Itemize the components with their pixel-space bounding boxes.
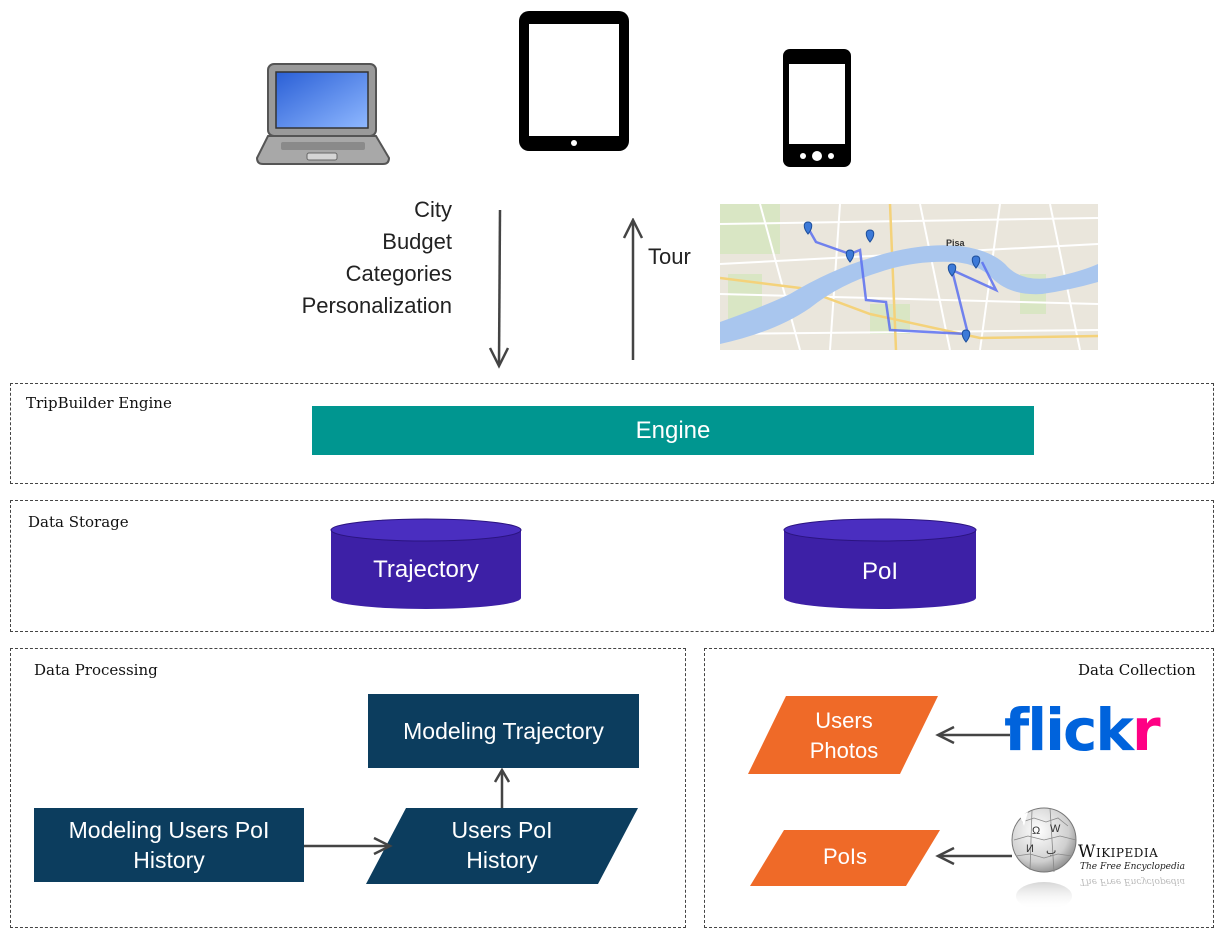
svg-text:И: И [1026,843,1034,855]
collection-arrows [935,725,1012,866]
input-city: City [414,197,452,222]
poi-db-label: PoI [861,558,899,585]
input-categories: Categories [345,261,452,286]
wikipedia-title: Wikipedia [1078,842,1159,862]
users-poi-history-parallelogram [366,808,638,884]
processing-arrows [304,836,393,856]
modeling-trajectory-box: Modeling Trajectory [368,694,639,768]
users-photos-text: Users Photos [786,706,902,766]
tripbuilder-engine-label: TripBuilder Engine [26,394,172,412]
trajectory-database-icon [330,518,522,609]
flickr-logo-text-blue: flick [1004,696,1134,764]
data-storage-section [10,500,1214,632]
down-arrow-icon [488,210,510,369]
modeling-users-poi-line2: History [133,847,205,873]
trajectory-db-label: Trajectory [373,556,479,583]
data-collection-label: Data Collection [1078,661,1196,679]
output-tour: Tour [648,244,691,269]
pois-parallelogram [750,830,940,886]
users-photos-line1: Users [815,708,873,733]
modeling-users-poi-line1: Modeling Users PoI [68,817,270,843]
wikipedia-reflection: The Free Encyclopedia [1080,876,1185,886]
engine-box: Engine [312,406,1034,455]
users-photos-parallelogram [748,696,938,774]
svg-text:W: W [1050,823,1061,835]
poi-database-icon [783,518,977,609]
flickr-logo-text-pink: r [1131,696,1161,764]
users-poi-line2: History [466,847,538,873]
pois-text: PoIs [822,844,868,869]
modeling-users-poi-history-box: Modeling Users PoI History [34,808,304,882]
map-tour-image: Pisa [720,204,1098,350]
users-poi-line1: Users PoI [451,817,553,843]
tablet-icon [519,11,629,151]
svg-text:ب: ب [1046,845,1056,857]
input-budget: Budget [382,229,452,254]
up-arrow-icon [622,218,644,360]
data-processing-label: Data Processing [34,661,158,679]
users-photos-line2: Photos [809,738,879,763]
data-storage-label: Data Storage [28,513,129,531]
input-personalization: Personalization [301,293,452,318]
wikipedia-subtitle: The Free Encyclopedia [1080,862,1185,872]
map-city-label: Pisa [946,238,966,248]
laptop-icon [255,63,391,165]
tripbuilder-engine-section [10,383,1214,484]
users-poi-history-text: Users PoI History [404,815,600,875]
smartphone-icon [783,49,851,167]
arrow-to-modeling-trajectory [493,768,511,808]
flickr-logo: flickr [1004,695,1161,765]
query-parameters: City Budget Categories Personalization [250,194,452,322]
svg-text:Ω: Ω [1032,825,1040,837]
svg-text:Pisa: Pisa [946,238,966,248]
